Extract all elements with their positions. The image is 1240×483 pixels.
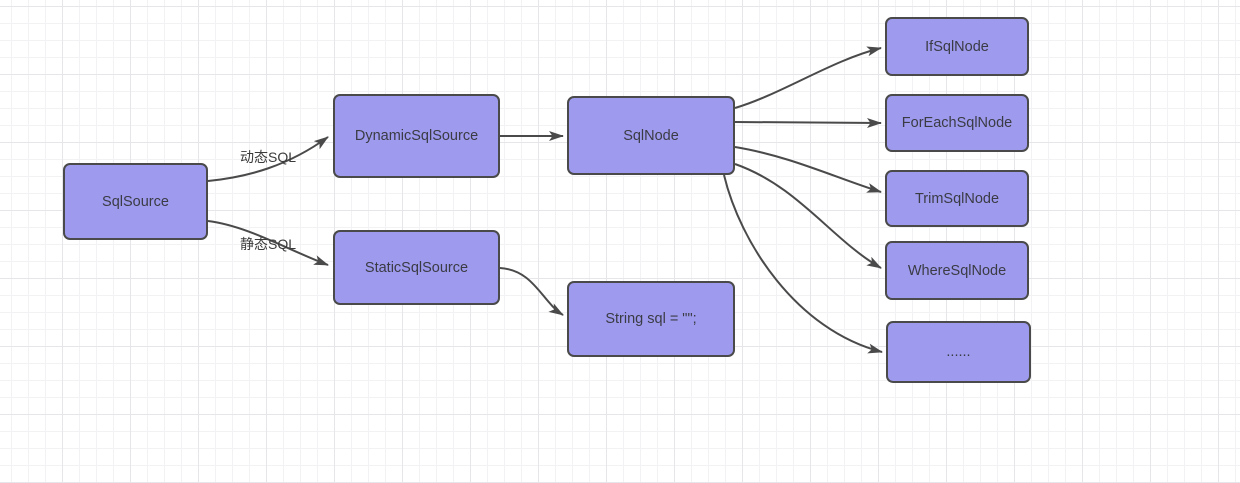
node-trimsqlnode[interactable]: TrimSqlNode [885, 170, 1029, 227]
node-etc[interactable]: ...... [886, 321, 1031, 383]
edge-static-stringsql[interactable] [499, 267, 564, 316]
edge-sqlnode-if[interactable] [734, 46, 882, 109]
node-stringsql[interactable]: String sql = ""; [567, 281, 735, 357]
node-label: StaticSqlSource [364, 259, 469, 276]
node-label: WhereSqlNode [907, 262, 1007, 279]
node-label: ForEachSqlNode [901, 115, 1013, 131]
edge-sqlnode-foreach[interactable] [734, 117, 882, 128]
node-foreachsqlnode[interactable]: ForEachSqlNode [885, 94, 1029, 152]
node-label: IfSqlNode [925, 38, 989, 55]
node-label: ...... [946, 344, 971, 360]
node-wheresqlnode[interactable]: WhereSqlNode [885, 241, 1029, 300]
node-label: SqlSource [102, 193, 169, 210]
edge-sqlnode-trim[interactable] [734, 146, 882, 193]
edge-sqlsource-dynamic[interactable] [207, 136, 329, 182]
edge-sqlnode-etc[interactable] [723, 174, 883, 354]
node-label: TrimSqlNode [914, 190, 1000, 207]
node-staticsqlsource[interactable]: StaticSqlSource [333, 230, 500, 305]
node-dynamicsqlsource[interactable]: DynamicSqlSource [333, 94, 500, 178]
node-sqlnode[interactable]: SqlNode [567, 96, 735, 175]
node-label: String sql = ""; [605, 311, 697, 327]
edge-sqlsource-static[interactable] [207, 220, 329, 266]
node-sqlsource[interactable]: SqlSource [63, 163, 208, 240]
node-label: SqlNode [623, 127, 679, 144]
edge-label: 静态SQL [239, 236, 297, 252]
edge-sqlnode-where[interactable] [734, 163, 882, 269]
node-label: DynamicSqlSource [354, 128, 479, 144]
edge-label: 动态SQL [239, 149, 297, 165]
node-ifsqlnode[interactable]: IfSqlNode [885, 17, 1029, 76]
